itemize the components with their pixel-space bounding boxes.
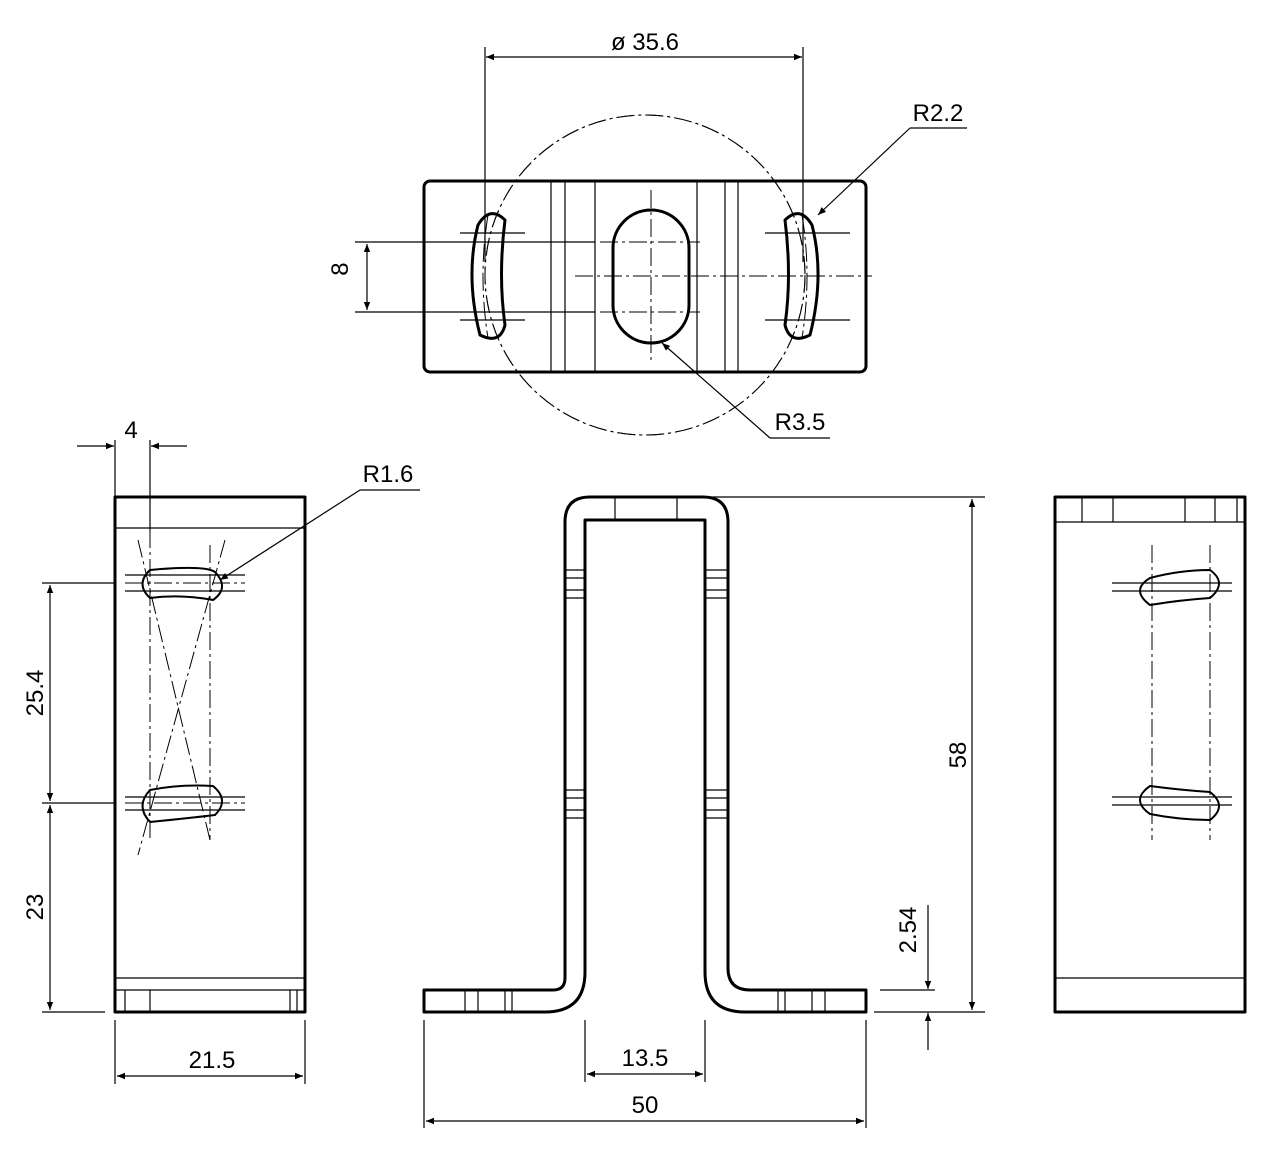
dim-width: 21.5	[189, 1047, 236, 1074]
dim-overall-length: 50	[632, 1092, 659, 1119]
dim-slot-radius-outer: R2.2	[913, 100, 964, 127]
dim-slot-spacing: 8	[327, 262, 354, 275]
dim-bottom-offset: 23	[22, 894, 49, 921]
dim-slot-pitch: 25.4	[22, 670, 49, 717]
dim-offset: 4	[124, 417, 137, 444]
dim-height: 58	[945, 742, 972, 769]
top-view: ø 35.6 R2.2 8 R3.5	[327, 29, 967, 439]
dim-center-slot-radius: R3.5	[775, 409, 826, 436]
left-view: 4 R1.6 25.4 23 21.5	[22, 417, 420, 1084]
dim-side-slot-radius: R1.6	[363, 461, 414, 488]
right-view	[1053, 495, 1247, 1014]
front-view: 58 2.54 13.5 50	[422, 495, 985, 1128]
dim-inner-width: 13.5	[622, 1045, 669, 1072]
dim-thickness: 2.54	[895, 907, 922, 954]
dim-hole-circle: ø 35.6	[611, 29, 679, 56]
